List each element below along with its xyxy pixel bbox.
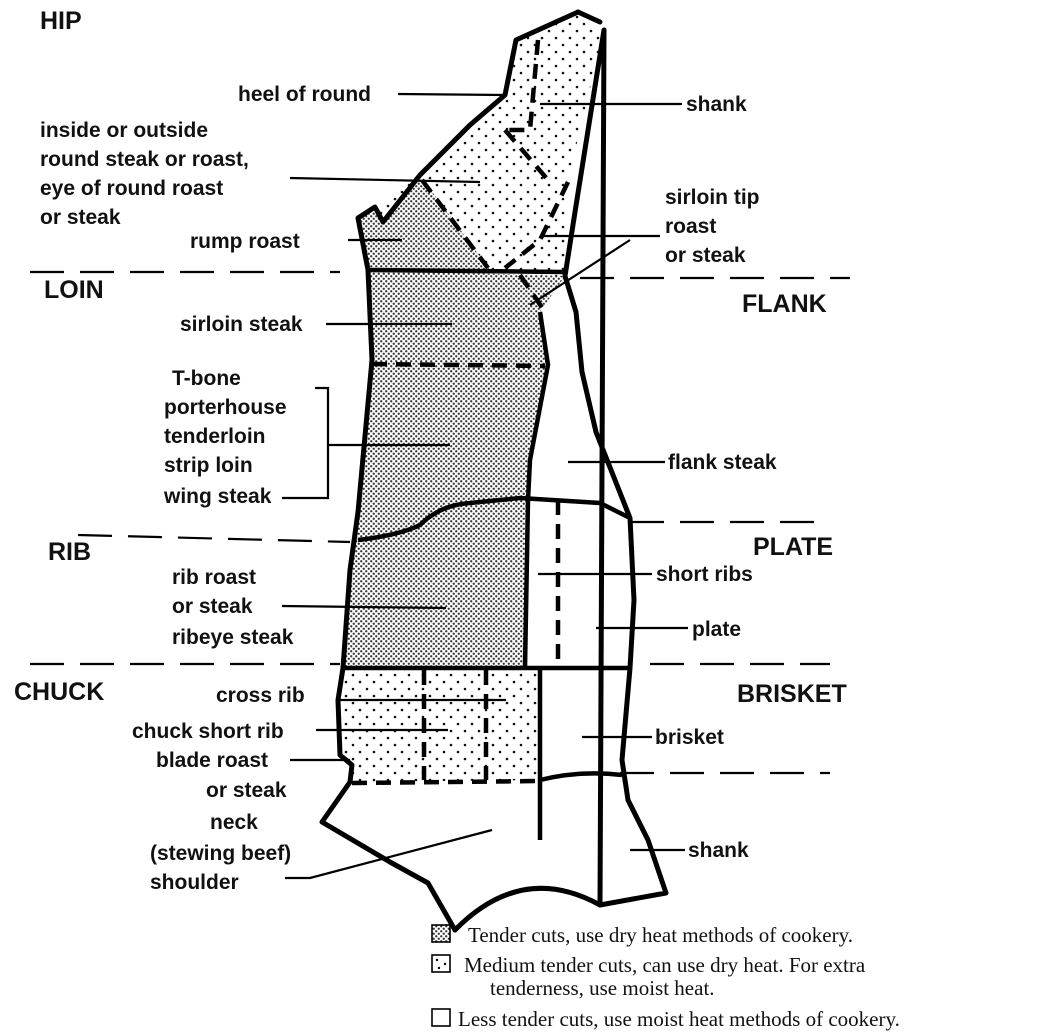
section-brisket: BRISKET: [737, 680, 847, 708]
label-heel-of-round: heel of round: [238, 83, 371, 106]
label-plate: plate: [692, 618, 741, 641]
section-hip: HIP: [40, 7, 82, 35]
label-rib-roast-1: rib roast: [172, 566, 256, 589]
dotted-square-icon: [432, 955, 450, 972]
label-cross-rib: cross rib: [216, 684, 305, 707]
label-short-ribs: short ribs: [656, 563, 753, 586]
label-chuck-short-rib: chuck short rib: [132, 720, 284, 743]
legend-medium-text-2: tenderness, use moist heat.: [490, 976, 715, 1000]
section-flank: FLANK: [742, 290, 827, 318]
legend-medium-text-1: Medium tender cuts, can use dry heat. Fo…: [464, 953, 866, 977]
label-sirloin-tip-3: or steak: [665, 244, 746, 267]
label-shank-bottom: shank: [688, 839, 749, 862]
label-neck-1: neck: [210, 811, 258, 834]
label-shoulder: shoulder: [150, 871, 239, 894]
section-rib: RIB: [48, 538, 91, 566]
label-strip-loin: strip loin: [164, 454, 253, 477]
label-flank-steak: flank steak: [668, 451, 777, 474]
cross-hatch-square-icon: [432, 925, 450, 942]
label-rump-roast: rump roast: [190, 230, 300, 253]
label-inside-round-2: round steak or roast,: [40, 148, 249, 171]
label-sirloin-tip-1: sirloin tip: [665, 186, 760, 209]
label-brisket: brisket: [655, 726, 724, 749]
label-porterhouse: porterhouse: [164, 396, 287, 419]
legend-tender-text: Tender cuts, use dry heat methods of coo…: [468, 923, 853, 947]
section-loin: LOIN: [44, 276, 104, 304]
label-inside-round-4: or steak: [40, 206, 121, 229]
legend: Tender cuts, use dry heat methods of coo…: [432, 923, 900, 1031]
empty-square-icon: [432, 1009, 450, 1026]
section-chuck: CHUCK: [14, 678, 104, 706]
label-sirloin-tip-2: roast: [665, 215, 716, 238]
region-chuck: [338, 668, 540, 782]
legend-less-text: Less tender cuts, use moist heat methods…: [458, 1007, 900, 1031]
label-rib-roast-2: or steak: [172, 595, 253, 618]
label-wing-steak: wing steak: [163, 485, 272, 508]
label-tbone: T-bone: [172, 367, 241, 390]
label-blade-roast-2: or steak: [206, 779, 287, 802]
section-plate: PLATE: [753, 533, 833, 561]
label-blade-roast-1: blade roast: [156, 749, 268, 772]
label-inside-round-3: eye of round roast: [40, 177, 223, 200]
label-sirloin-steak: sirloin steak: [180, 313, 303, 336]
label-shank-top: shank: [686, 93, 747, 116]
label-rib-roast-3: ribeye steak: [172, 626, 294, 649]
label-inside-round-1: inside or outside: [40, 119, 208, 142]
label-tenderloin: tenderloin: [164, 425, 266, 448]
label-neck-2: (stewing beef): [150, 842, 291, 865]
